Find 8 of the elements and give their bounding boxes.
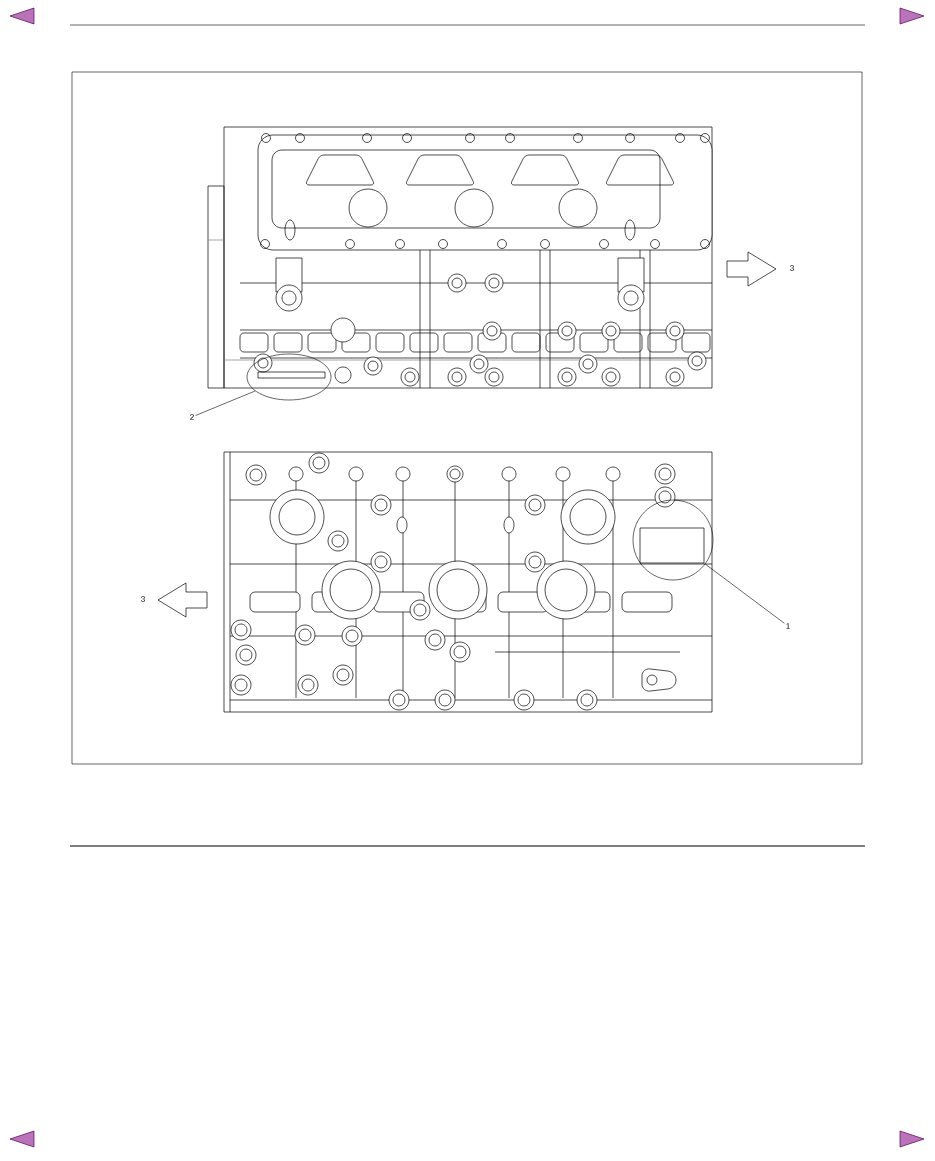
callout-number: 3	[790, 265, 794, 271]
callout-number: 2	[190, 414, 194, 420]
callout-number: 3	[141, 596, 145, 602]
marking-circle	[632, 499, 714, 581]
callout-number: 1	[786, 623, 790, 629]
leader-line	[705, 563, 785, 624]
leader-line	[195, 390, 256, 416]
marking-ellipse	[246, 353, 332, 401]
